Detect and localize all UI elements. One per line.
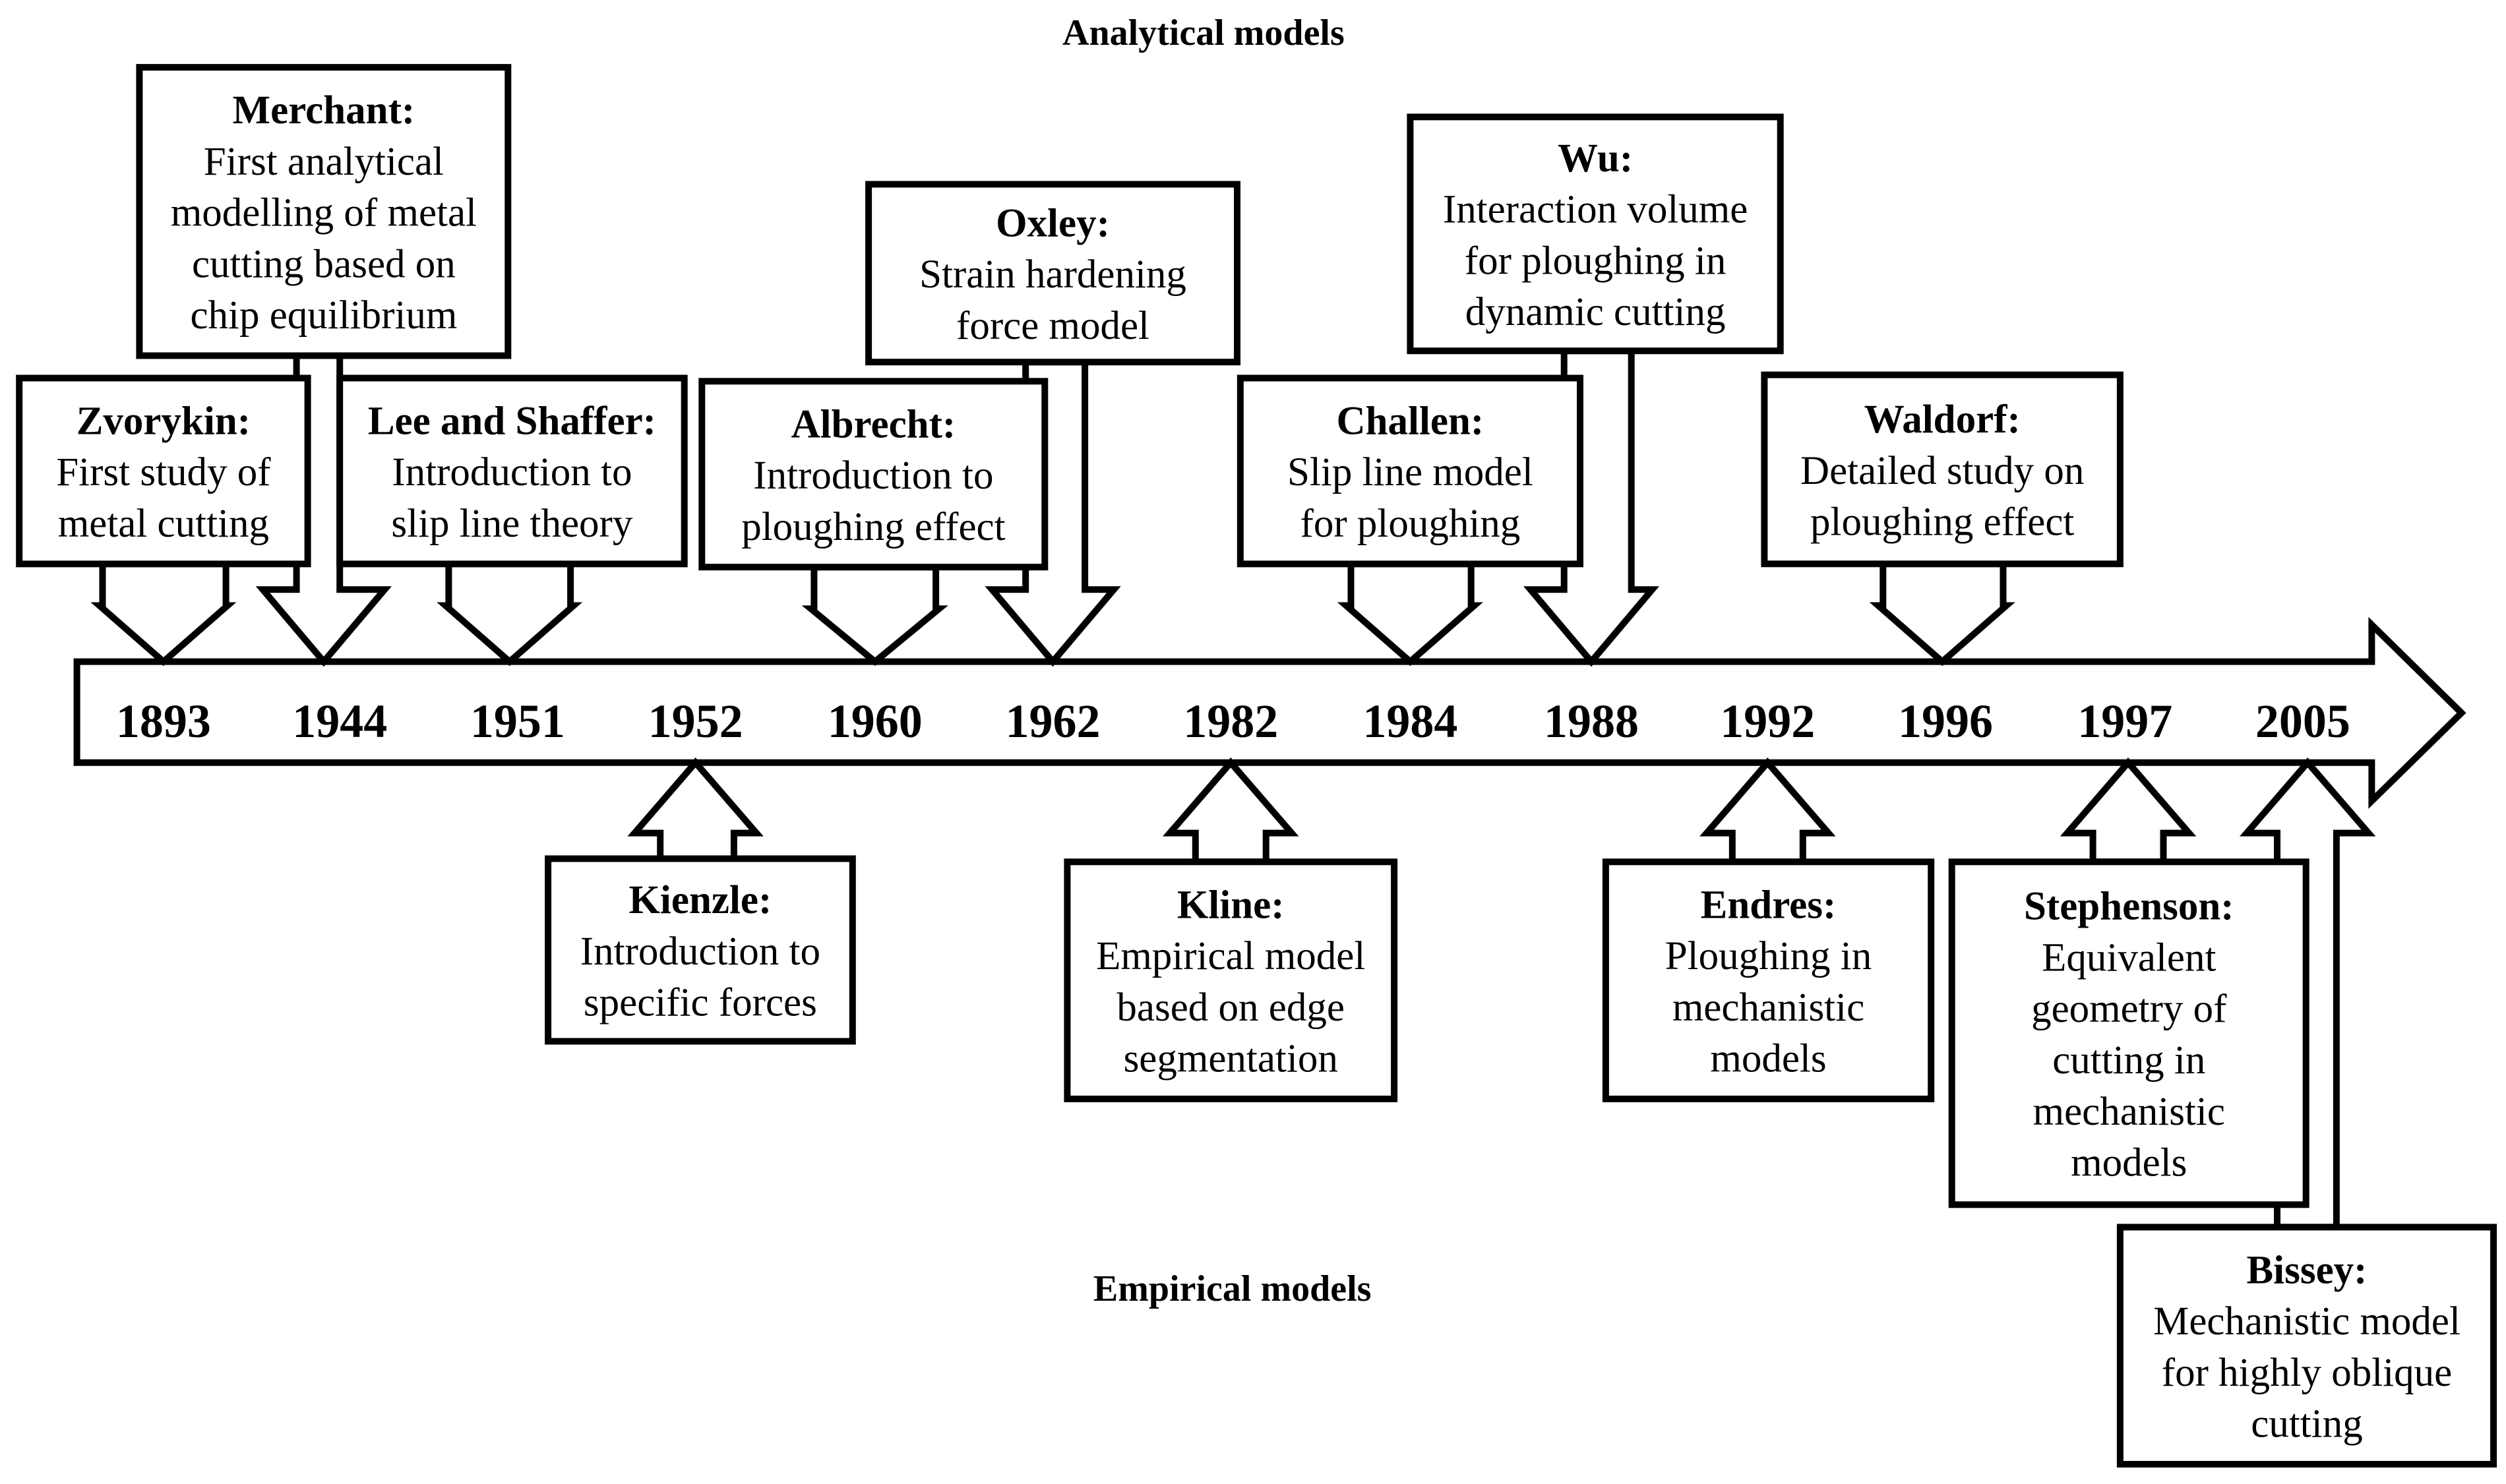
wu-connector-arrow — [1523, 347, 1660, 667]
event-description-line: First analytical — [204, 140, 444, 184]
year-label: 2005 — [2255, 695, 2350, 748]
event-box-waldorf: Waldorf: Detailed study on ploughing effec… — [1761, 371, 2124, 568]
event-box-albrecht: Albrecht: Introduction to ploughing effect — [698, 378, 1049, 571]
zvorykin-connector-arrow — [90, 560, 237, 667]
event-description-line: models — [2071, 1141, 2187, 1185]
event-description-line: Mechanistic model — [2153, 1299, 2460, 1344]
section-title-analytical: Analytical models — [1062, 13, 1345, 53]
event-box-wu: Wu: Interaction volume for ploughing in dyn… — [1407, 113, 1784, 355]
event-title: Kline: — [1177, 883, 1285, 927]
event-title: Challen: — [1337, 399, 1484, 443]
event-description-line: geometry of — [2031, 987, 2227, 1031]
event-title: Waldorf: — [1864, 398, 2021, 442]
year-label: 1982 — [1183, 695, 1278, 748]
event-description-line: mechanistic — [2033, 1090, 2225, 1134]
event-description-line: slip line theory — [391, 502, 632, 546]
event-title: Lee and Shaffer: — [368, 399, 656, 443]
event-description-line: ploughing effect — [741, 505, 1005, 549]
event-title: Oxley: — [996, 201, 1110, 245]
event-description-line: Introduction to — [753, 454, 993, 498]
year-label: 1944 — [292, 695, 387, 748]
event-box-challen: Challen: Slip line model for ploughing — [1237, 374, 1584, 568]
event-description-line: for highly oblique — [2162, 1351, 2453, 1395]
kienzle-connector-arrow — [627, 757, 764, 862]
event-box-merchant: Merchant: First analytical modelling of me… — [136, 64, 512, 359]
year-label: 1997 — [2077, 695, 2172, 748]
event-title: Zvorykin: — [76, 399, 251, 443]
event-box-oxley: Oxley: Strain hardening force model — [865, 181, 1240, 366]
event-description-line: specific forces — [584, 981, 817, 1025]
year-label: 1951 — [470, 695, 565, 748]
event-description-line: mechanistic — [1672, 986, 1864, 1030]
event-description-line: cutting based on — [192, 242, 456, 286]
event-title: Kienzle: — [628, 878, 772, 922]
endres-connector-arrow — [1699, 757, 1836, 866]
lee-shaffer-connector-arrow — [437, 560, 583, 667]
event-description-line: modelling of metal — [171, 191, 477, 235]
event-title: Merchant: — [233, 88, 415, 133]
event-box-zvorykin: Zvorykin: First study of metal cutting — [16, 374, 311, 568]
oxley-connector-arrow — [985, 359, 1121, 667]
event-box-stephenson: Stephenson: Equivalent geometry of cutting … — [1948, 858, 2309, 1208]
event-description-line: dynamic cutting — [1465, 290, 1726, 334]
year-label: 1952 — [648, 695, 743, 748]
event-description-line: Strain hardening — [919, 252, 1186, 297]
event-description-line: Interaction volume — [1443, 188, 1748, 232]
waldorf-connector-arrow — [1869, 560, 2015, 667]
event-box-kline: Kline: Empirical model based on edge segmen… — [1064, 858, 1398, 1102]
year-label: 1893 — [116, 695, 211, 748]
year-label: 1984 — [1362, 695, 1457, 748]
year-label: 1996 — [1898, 695, 1993, 748]
stephenson-connector-arrow — [2060, 757, 2197, 866]
event-description-line: Detailed study on — [1800, 449, 2084, 493]
event-description-line: for ploughing — [1300, 502, 1521, 546]
event-description-line: Empirical model — [1096, 934, 1365, 978]
kline-connector-arrow — [1162, 757, 1299, 866]
event-description-line: cutting in — [2052, 1038, 2205, 1083]
section-title-empirical: Empirical models — [1093, 1268, 1372, 1309]
timeline-axis-arrow — [73, 616, 2466, 809]
event-box-bissey: Bissey: Mechanistic model for highly obliq… — [2116, 1224, 2497, 1468]
event-title: Stephenson: — [2024, 885, 2234, 929]
year-label: 1992 — [1720, 695, 1815, 748]
event-description-line: Ploughing in — [1665, 934, 1872, 978]
event-description-line: First study of — [56, 450, 271, 494]
event-title: Albrecht: — [791, 402, 956, 446]
event-title: Endres: — [1701, 883, 1837, 927]
event-description-line: for ploughing in — [1465, 239, 1726, 283]
event-title: Wu: — [1558, 136, 1633, 181]
event-description-line: Introduction to — [392, 450, 632, 494]
event-description-line: chip equilibrium — [190, 293, 457, 338]
event-box-lee-shaffer: Lee and Shaffer: Introduction to slip line… — [336, 374, 688, 568]
event-description-line: Introduction to — [580, 930, 820, 974]
event-box-kienzle: Kienzle: Introduction to specific forces — [545, 855, 856, 1045]
event-description-line: force model — [956, 304, 1149, 348]
event-description-line: metal cutting — [58, 502, 269, 546]
event-description-line: cutting — [2251, 1402, 2362, 1446]
event-description-line: Slip line model — [1287, 450, 1533, 494]
event-description-line: based on edge — [1116, 986, 1345, 1030]
event-description-line: segmentation — [1124, 1037, 1338, 1081]
year-label: 1988 — [1544, 695, 1639, 748]
event-description-line: ploughing effect — [1810, 500, 2074, 545]
challen-connector-arrow — [1337, 560, 1483, 667]
event-description-line: models — [1710, 1037, 1826, 1081]
year-label: 1962 — [1006, 695, 1101, 748]
albrecht-connector-arrow — [801, 564, 948, 667]
event-box-endres: Endres: Ploughing in mechanistic models — [1602, 858, 1935, 1102]
year-label: 1960 — [828, 695, 923, 748]
event-title: Bissey: — [2247, 1248, 2368, 1292]
event-description-line: Equivalent — [2042, 936, 2216, 980]
